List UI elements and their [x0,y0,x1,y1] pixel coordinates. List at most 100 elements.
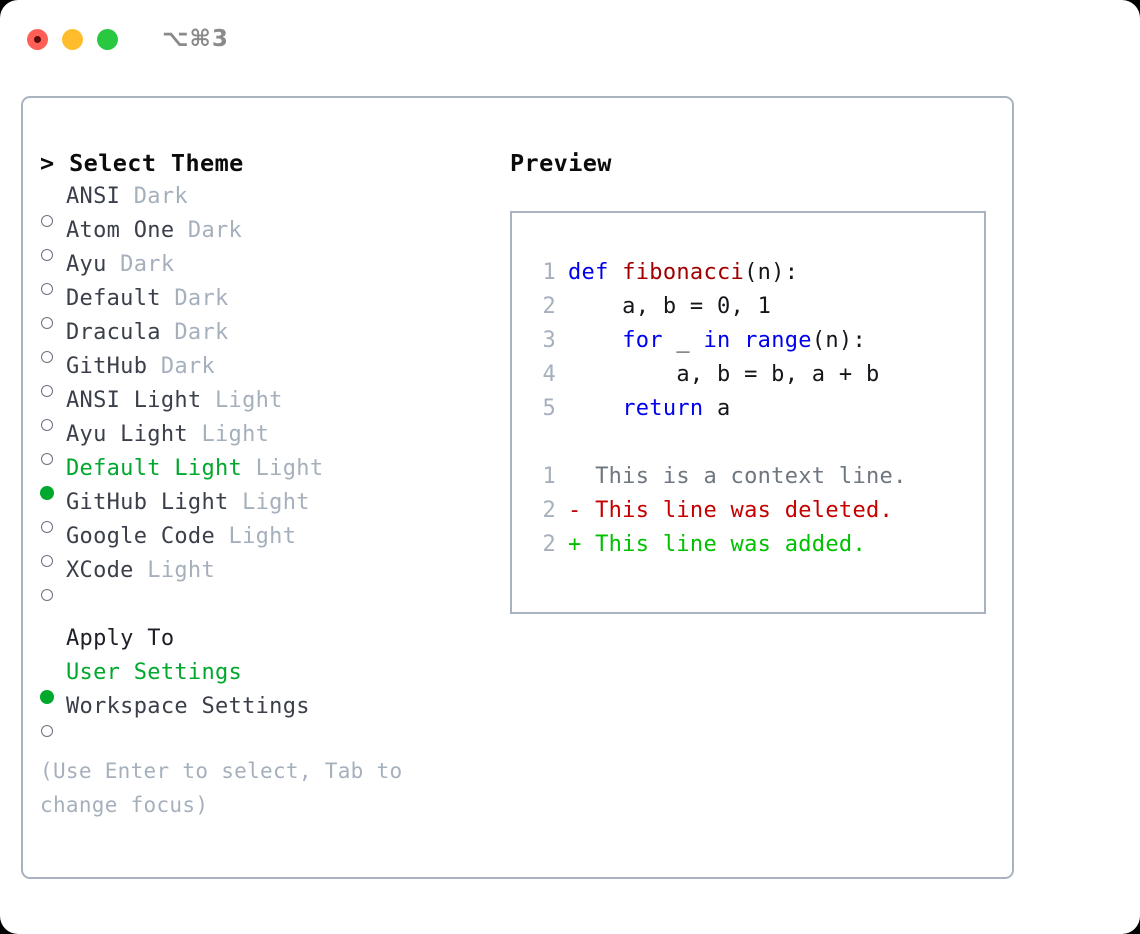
radio-empty-icon [41,521,53,533]
code-token: fibonacci [622,260,745,285]
theme-variant-tag: Dark [147,354,216,379]
code-token [568,328,622,353]
code-token: (n): [744,260,799,285]
close-window-button[interactable] [27,28,48,50]
theme-option[interactable]: Ayu Light Light [40,418,488,465]
theme-variant-tag: Light [228,490,310,515]
code-token: a [703,396,731,421]
line-content: return a [568,392,731,426]
maximize-window-button[interactable] [97,28,118,50]
theme-option[interactable]: Dracula Dark [40,316,488,363]
theme-option-label: GitHub [66,354,148,379]
preview-header: Preview [510,149,612,177]
code-token [731,328,745,353]
minimize-window-button[interactable] [62,28,83,50]
code-token: def [568,260,623,285]
line-number: 3 [542,328,556,353]
radio-empty-icon [41,249,53,261]
code-line: 3 for _ in range(n): [528,324,984,358]
window-controls [27,28,118,50]
theme-option[interactable]: Ayu Dark [40,248,488,295]
code-token: - This line was deleted. [568,498,894,523]
theme-option[interactable]: GitHub Light Light [40,486,488,533]
theme-option-label: ANSI Light [66,388,202,413]
theme-option[interactable]: Atom One Dark [40,214,488,261]
apply-to-option[interactable]: Workspace Settings [40,690,488,737]
theme-option[interactable]: ANSI Light Light [40,384,488,431]
apply-to-option-label: Workspace Settings [66,694,310,719]
code-token [568,396,622,421]
code-token: This is a context line. [568,464,907,489]
theme-option-label: Ayu Light [66,422,188,447]
theme-variant-tag: Light [242,456,324,481]
theme-option[interactable]: GitHub Dark [40,350,488,397]
code-token: for [622,328,663,353]
line-number: 2 [542,294,556,319]
diff-line: 2 - This line was deleted. [528,494,984,528]
radio-empty-icon [41,453,53,465]
line-content: a, b = b, a + b [568,358,880,392]
diff-sample: 1 This is a context line. 2 - This line wa… [528,460,984,562]
theme-variant-tag: Dark [120,184,188,209]
code-line: 5 return a [528,392,984,426]
theme-option[interactable]: Google Code Light [40,520,488,567]
theme-option-label: Ayu [66,252,107,277]
line-content: a, b = 0, 1 [568,290,771,324]
radio-empty-icon [41,385,53,397]
theme-variant-tag: Light [133,558,216,583]
title-bar: ⌥⌘3 [0,0,1140,78]
theme-option[interactable]: Default Dark [40,282,488,329]
code-diff-gap [528,426,984,460]
theme-option-label: GitHub Light [66,490,229,515]
theme-option-label: Default Light [66,456,243,481]
apply-to-header: Apply To [66,626,175,651]
line-number: 2 [542,498,556,523]
theme-option-label: Dracula [66,320,161,345]
radio-empty-icon [41,725,53,737]
line-content: + This line was added. [568,528,866,562]
apply-to-option[interactable]: User Settings [40,656,488,704]
radio-empty-icon [41,215,53,227]
theme-variant-tag: Light [201,388,283,413]
radio-empty-icon [41,419,53,431]
line-number: 5 [542,396,556,421]
radio-empty-icon [41,351,53,363]
theme-option[interactable]: Default Light Light [40,452,488,500]
close-icon [34,35,41,43]
theme-option-label: XCode [66,558,134,583]
line-content: - This line was deleted. [568,494,893,528]
theme-option[interactable]: XCode Light [40,554,488,601]
radio-empty-icon [41,589,53,601]
theme-variant-tag: Dark [160,320,229,345]
theme-variant-tag: Dark [160,286,229,311]
diff-line: 2+ This line was added. [528,528,984,562]
theme-option[interactable]: ANSI Dark [40,180,488,227]
code-line: 2 a, b = 0, 1 [528,290,984,324]
code-token: _ [662,328,704,353]
code-token: + This line was added. [568,532,866,557]
theme-option-label: Default [66,286,161,311]
code-token: a, b = 0, 1 [568,294,772,319]
radio-empty-icon [41,317,53,329]
list-spacer [40,588,488,622]
line-number: 4 [542,362,556,387]
theme-variant-tag: Dark [106,252,175,277]
keyboard-hint-text: (Use Enter to select, Tab to change focu… [40,759,403,817]
radio-empty-icon [41,283,53,295]
theme-option-label: ANSI [66,184,121,209]
keyboard-shortcut-label: ⌥⌘3 [162,26,229,52]
radio-filled-icon [40,486,54,500]
theme-option-label: Atom One [66,218,175,243]
diff-line: 1 This is a context line. [528,460,984,494]
code-token: (n): [811,328,867,353]
code-token: a, b = b, a + b [568,362,880,387]
